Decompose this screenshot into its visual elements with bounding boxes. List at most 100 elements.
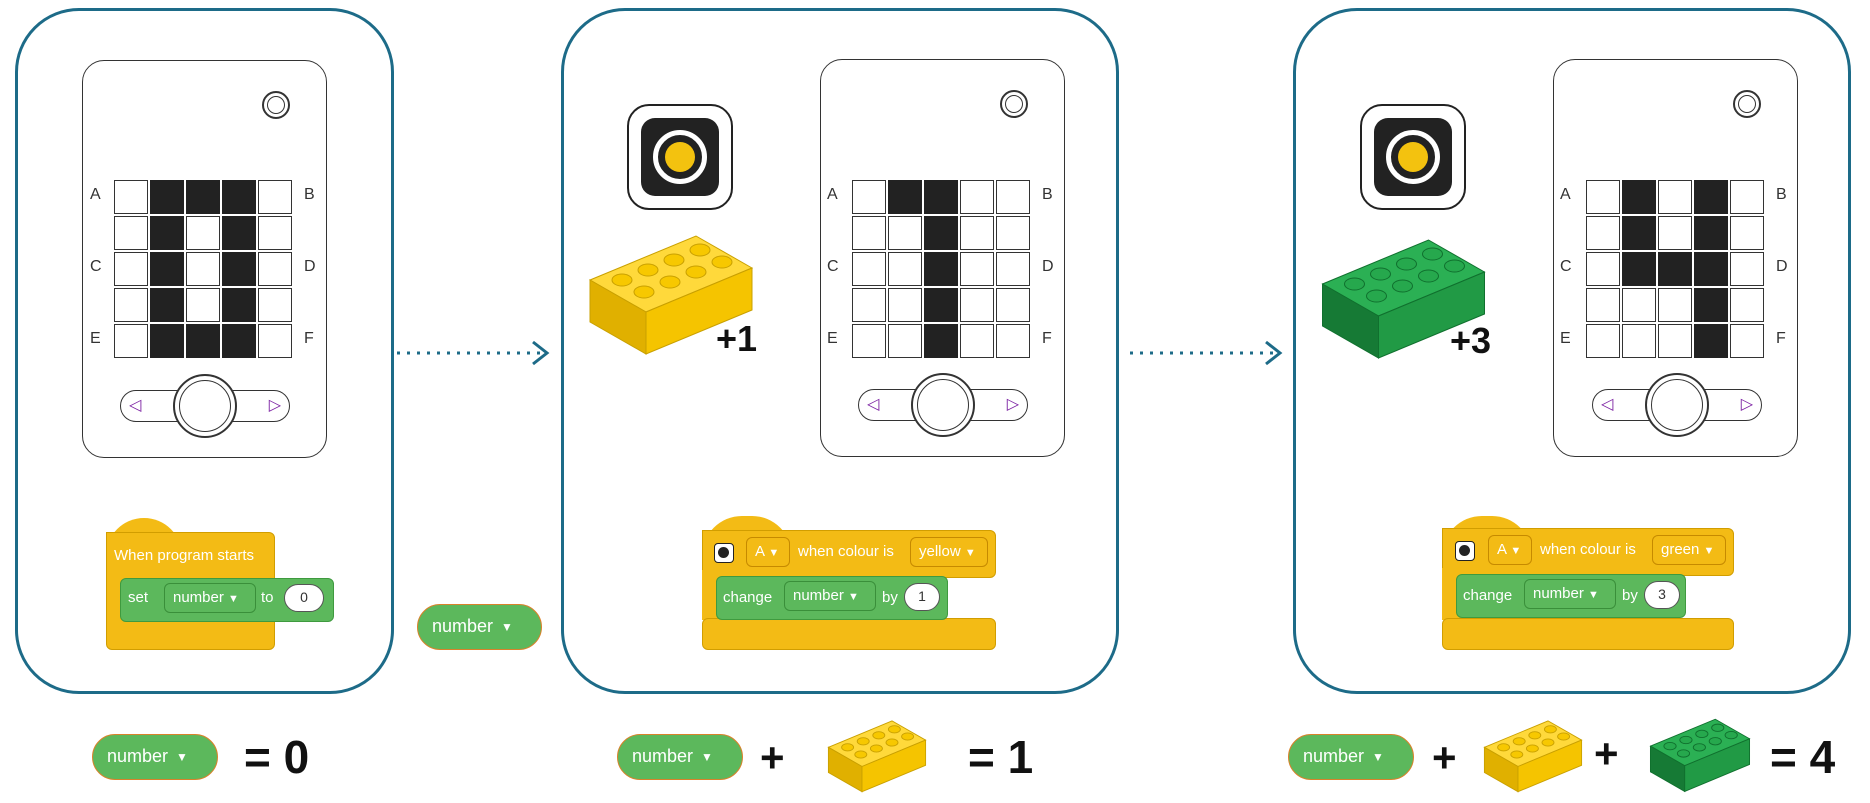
matrix-pixel [1694, 180, 1728, 214]
yellow-brick-image [588, 235, 754, 355]
left-arrow-icon: ◁ [129, 395, 142, 414]
to-label: to [261, 589, 274, 606]
matrix-pixel [114, 180, 148, 214]
variable-dropdown-1[interactable]: number ▼ [164, 583, 256, 613]
light-matrix-1 [114, 180, 292, 358]
port-label-a-2: A [827, 186, 838, 203]
matrix-pixel [924, 288, 958, 322]
variable-dropdown-2[interactable]: number ▼ [784, 581, 876, 611]
hub-3-power-button [1733, 90, 1761, 118]
chevron-down-icon: ▼ [701, 749, 713, 764]
port-label-f-3: F [1776, 330, 1786, 347]
variable-reporter-middle: number▼ [417, 604, 542, 650]
matrix-pixel [1694, 288, 1728, 322]
value-input-2[interactable]: 1 [904, 583, 940, 611]
plus-3b: + [1594, 730, 1619, 777]
result-1: = 0 [244, 731, 310, 783]
port-dropdown-2[interactable]: A ▼ [746, 537, 790, 567]
chevron-down-icon: ▼ [964, 547, 976, 559]
value-input-1[interactable]: 0 [284, 584, 324, 612]
colour-dropdown-label: yellow [919, 543, 961, 560]
right-arrow-icon: ▷ [268, 395, 281, 414]
matrix-pixel [222, 252, 256, 286]
variable-dropdown-3[interactable]: number ▼ [1524, 579, 1616, 609]
matrix-pixel [888, 180, 922, 214]
matrix-pixel [1586, 252, 1620, 286]
matrix-pixel [1694, 216, 1728, 250]
value-input-3[interactable]: 3 [1644, 581, 1680, 609]
matrix-pixel [924, 216, 958, 250]
set-label: set [128, 589, 149, 606]
matrix-pixel [222, 324, 256, 358]
colour-dropdown-green[interactable]: green ▼ [1652, 535, 1726, 565]
port-label-e-2: E [827, 330, 838, 347]
matrix-pixel [996, 180, 1030, 214]
matrix-pixel [1586, 324, 1620, 358]
matrix-pixel [1658, 288, 1692, 322]
hub-1-power-button [262, 91, 290, 119]
matrix-pixel [888, 288, 922, 322]
matrix-pixel [1658, 216, 1692, 250]
plus-2: + [760, 734, 785, 781]
matrix-pixel [1622, 324, 1656, 358]
port-label-c-3: C [1560, 258, 1572, 275]
by-label-3: by [1622, 587, 1638, 604]
matrix-pixel [222, 180, 256, 214]
equation-variable-label: number [107, 746, 169, 766]
light-matrix-2 [852, 180, 1030, 358]
yellow-brick-small-image [1483, 720, 1583, 793]
port-dropdown-label: A [1497, 541, 1507, 558]
matrix-pixel [960, 216, 994, 250]
hub-2-power-button [1000, 90, 1028, 118]
matrix-pixel [996, 288, 1030, 322]
yellow-brick-small-image [827, 720, 927, 793]
when-colour-block-foot-2 [702, 618, 996, 650]
matrix-pixel [1622, 216, 1656, 250]
port-label-b-3: B [1776, 186, 1787, 203]
by-label-2: by [882, 589, 898, 606]
green-brick-small-image [1649, 718, 1751, 793]
matrix-pixel [186, 180, 220, 214]
port-label-a-1: A [90, 186, 101, 203]
chevron-down-icon: ▼ [768, 547, 780, 559]
matrix-pixel [258, 216, 292, 250]
matrix-pixel [258, 288, 292, 322]
matrix-pixel [186, 216, 220, 250]
colour-dropdown-yellow[interactable]: yellow ▼ [910, 537, 988, 567]
change-label-3: change [1463, 587, 1513, 604]
matrix-pixel [960, 324, 994, 358]
variable-dropdown-label: number [793, 587, 844, 604]
port-label-b-2: B [1042, 186, 1053, 203]
matrix-pixel [114, 252, 148, 286]
green-brick-image [1321, 239, 1486, 359]
chevron-down-icon: ▼ [1372, 749, 1384, 764]
arrow-2 [1130, 340, 1283, 366]
port-label-d-3: D [1776, 258, 1788, 275]
colour-sensor-icon-3 [1360, 104, 1466, 210]
port-label-a-3: A [1560, 186, 1571, 203]
matrix-pixel [150, 252, 184, 286]
center-button [173, 374, 237, 438]
matrix-pixel [186, 252, 220, 286]
matrix-pixel [150, 324, 184, 358]
colour-sensor-icon-2 [627, 104, 733, 210]
equation-variable-1: number ▼ [92, 734, 218, 780]
matrix-pixel [258, 180, 292, 214]
matrix-pixel [924, 252, 958, 286]
matrix-pixel [150, 288, 184, 322]
matrix-pixel [1622, 288, 1656, 322]
port-label-e-1: E [90, 330, 101, 347]
matrix-pixel [1694, 252, 1728, 286]
arrow-1 [397, 340, 550, 366]
port-label-f-2: F [1042, 330, 1052, 347]
matrix-pixel [852, 180, 886, 214]
matrix-pixel [258, 324, 292, 358]
matrix-pixel [1658, 324, 1692, 358]
colour-sensor-small-icon [714, 543, 734, 563]
chevron-down-icon: ▼ [501, 619, 513, 634]
matrix-pixel [960, 252, 994, 286]
hub-2-nav-bar: ◁ ▷ [858, 373, 1028, 437]
equation-variable-2: number▼ [617, 734, 743, 780]
chevron-down-icon: ▼ [176, 749, 188, 764]
port-dropdown-3[interactable]: A ▼ [1488, 535, 1532, 565]
